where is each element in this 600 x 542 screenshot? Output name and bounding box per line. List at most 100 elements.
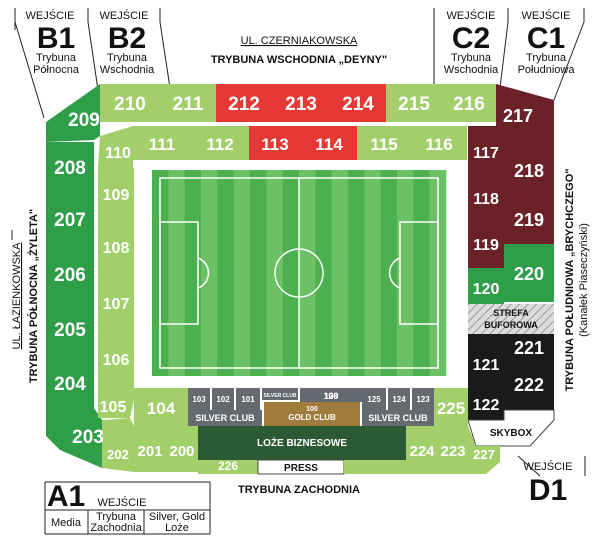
section-121[interactable] [468, 334, 504, 392]
section-number-120: 120 [473, 281, 500, 298]
section-109[interactable] [98, 168, 134, 218]
section-106[interactable] [98, 330, 134, 386]
silver-club-right[interactable] [362, 410, 434, 426]
section-205[interactable] [46, 302, 94, 356]
section-219[interactable] [504, 194, 554, 244]
section-210[interactable] [100, 84, 160, 122]
section-200[interactable] [166, 426, 198, 472]
section-105[interactable] [98, 386, 134, 418]
section-211[interactable] [160, 84, 216, 122]
section-100[interactable] [300, 388, 362, 402]
gate-c1-line1: Trybuna [526, 52, 567, 64]
section-206[interactable] [46, 246, 94, 302]
stand-south-sub: (Kanałek Piaseczyński) [578, 223, 590, 337]
section-number-213: 213 [285, 94, 317, 115]
section-222[interactable] [504, 362, 554, 410]
section-226[interactable] [344, 460, 406, 474]
gold-club[interactable] [264, 402, 360, 426]
section-217[interactable] [496, 84, 554, 146]
section-101[interactable] [236, 388, 260, 410]
section-number-117: 117 [473, 145, 499, 162]
section-number-210: 210 [114, 94, 146, 115]
section-number-220: 220 [514, 264, 544, 284]
section-119[interactable] [468, 218, 504, 268]
top-inner-ring [133, 126, 467, 160]
section-number-109: 109 [103, 187, 130, 204]
section-number-111: 111 [149, 135, 176, 154]
buffer-zone-line1: STREFA [493, 308, 529, 318]
gate-a1-col3-line2: Loże [165, 522, 189, 534]
section-114[interactable] [301, 126, 357, 160]
section-number-113: 113 [261, 135, 288, 154]
pitch-stripe [331, 170, 349, 376]
section-number-122: 122 [473, 397, 500, 414]
section-number-100: 100 [323, 391, 338, 401]
section-120[interactable] [468, 268, 504, 304]
section-number-224: 224 [409, 443, 435, 460]
section-225[interactable] [406, 426, 438, 474]
section-108[interactable] [98, 218, 134, 274]
section-115[interactable] [357, 126, 411, 160]
section-113[interactable] [249, 126, 301, 160]
section-118[interactable] [468, 176, 504, 218]
section-213[interactable] [272, 84, 330, 122]
section-number-208: 208 [54, 158, 86, 179]
bottom-ring [102, 388, 500, 475]
section-117[interactable] [468, 126, 504, 176]
section-number-209: 209 [68, 110, 100, 131]
section-202[interactable] [102, 418, 134, 472]
gate-c1[interactable]: WEJŚCIE C1 Trybuna Południowa [518, 9, 576, 76]
section-126[interactable] [362, 388, 386, 410]
gate-d1[interactable]: WEJŚCIE D1 [524, 460, 573, 507]
gate-a1[interactable]: A1 WEJŚCIE Media Trybuna Zachodnia Silve… [47, 480, 205, 534]
section-103[interactable] [188, 388, 210, 410]
pitch-stripe [282, 170, 300, 376]
section-209[interactable] [46, 84, 100, 142]
silver-club-small[interactable] [262, 388, 298, 400]
section-203[interactable] [46, 408, 102, 468]
gate-b2-line2: Wschodnia [100, 64, 155, 76]
gate-d1-entry: WEJŚCIE [524, 460, 573, 473]
gate-a1-media: Media [51, 517, 82, 529]
pitch-stripe [299, 170, 316, 376]
section-122[interactable] [468, 392, 504, 420]
section-number-124: 124 [392, 395, 406, 404]
loze-biznesowe[interactable] [198, 426, 406, 460]
section-125[interactable] [388, 388, 410, 410]
section-number-114: 114 [315, 135, 343, 154]
section-224[interactable] [438, 426, 468, 474]
section-208[interactable] [46, 142, 94, 192]
section-207[interactable] [46, 192, 94, 246]
silver-club-small-label: SILVER CLUB [264, 393, 297, 399]
section-220[interactable] [504, 244, 554, 302]
gate-b1[interactable]: WEJŚCIE B1 Trybuna Północna [26, 9, 80, 76]
section-212[interactable] [216, 84, 272, 122]
section-110[interactable] [98, 126, 133, 168]
gate-c2[interactable]: WEJŚCIE C2 Trybuna Wschodnia [444, 9, 499, 76]
section-216[interactable] [442, 84, 496, 122]
section-204[interactable] [46, 356, 94, 408]
section-104[interactable] [134, 388, 188, 426]
section-112[interactable] [191, 126, 249, 160]
section-number-125: 125 [367, 395, 381, 404]
section-218[interactable] [504, 146, 554, 194]
section-223[interactable] [468, 426, 500, 474]
street-left: UL. ŁAZIENKOWSKA [11, 242, 23, 350]
section-number-200: 200 [169, 443, 194, 460]
section-102[interactable] [212, 388, 234, 410]
section-number-106: 106 [103, 352, 130, 369]
section-123[interactable] [434, 388, 468, 426]
loze-label: LOŻE BIZNESOWE [257, 436, 347, 449]
section-221[interactable] [504, 334, 554, 362]
section-214[interactable] [330, 84, 386, 122]
section-116[interactable] [411, 126, 467, 160]
gate-b2[interactable]: WEJŚCIE B2 Trybuna Wschodnia [100, 9, 156, 76]
section-107[interactable] [98, 274, 134, 330]
silver-club-left[interactable] [188, 410, 262, 426]
section-124[interactable] [412, 388, 434, 410]
section-227[interactable] [198, 460, 258, 474]
section-215[interactable] [386, 84, 442, 122]
section-201[interactable] [134, 426, 166, 472]
section-111[interactable] [133, 126, 191, 160]
